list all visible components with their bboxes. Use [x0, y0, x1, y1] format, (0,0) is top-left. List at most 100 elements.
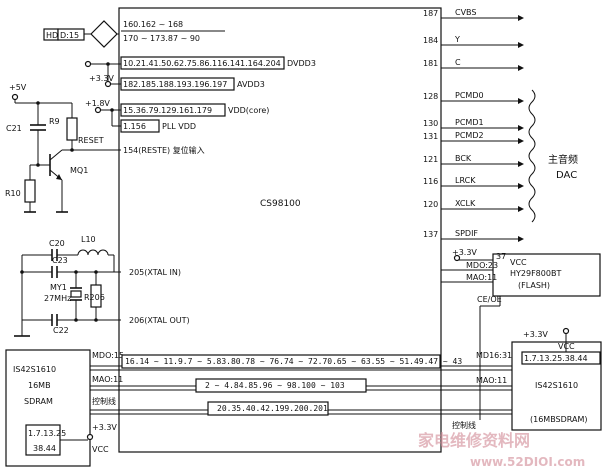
reset-net-label: RESET [78, 136, 104, 145]
signal-name-4: PCMD1 [455, 118, 484, 127]
mq1-label: MQ1 [70, 166, 88, 175]
xtal-in-label: 205(XTAL IN) [129, 268, 181, 277]
sdram-left-v33: +3.3V [92, 423, 117, 432]
l10-label: L10 [81, 235, 96, 244]
signal-pin-5: 131 [423, 132, 438, 141]
sdram-left-mao: MAO:11 [92, 375, 123, 384]
xtal-out-label: 206(XTAL OUT) [129, 316, 190, 325]
signal-arrow-3 [518, 98, 524, 104]
sdram-data-pins-box [121, 354, 441, 369]
xtal-out-junction [74, 318, 78, 322]
flash-chip-box [492, 253, 601, 297]
signal-pin-4: 130 [423, 119, 438, 128]
r9-label: R9 [49, 117, 60, 126]
sdram-right-mao: MAO:11 [476, 376, 507, 385]
v33-terminal [104, 80, 112, 88]
mq1-collector [49, 149, 63, 161]
dac-brace [528, 89, 536, 223]
pll-pins-box [120, 119, 160, 133]
sdram-right-pins-box [521, 351, 601, 365]
reset-pin-label: 154(RESTE) 复位输入 [123, 145, 205, 155]
signal-arrow-2 [518, 65, 524, 71]
sdram-right-v33: +3.3V [523, 330, 548, 339]
signal-arrow-5 [518, 138, 524, 144]
signal-arrow-0 [518, 15, 524, 21]
flash-v33-terminal [453, 254, 461, 262]
signal-name-8: XCLK [455, 199, 476, 208]
v18-label: +1.8V [85, 99, 110, 108]
sdram-right-part: IS42S1610 [535, 381, 578, 390]
flash-ceoe: CE/OE [477, 295, 502, 304]
hd-diamond-connector [90, 20, 118, 48]
signal-pin-1: 184 [423, 36, 438, 45]
signal-pin-2: 181 [423, 59, 438, 68]
c23-label: C23 [52, 256, 68, 265]
v33-junction [106, 62, 110, 66]
sdram-ctrl-pins: 20.35.40.42.199.200.201 [217, 404, 328, 413]
sdram-left-size: 16MB [28, 381, 51, 390]
sdram-left-v33-terminal [86, 433, 94, 441]
sdram-ctrl-pins-box [207, 401, 329, 416]
main-chip-label: CS98100 [260, 199, 301, 209]
signal-pin-0: 187 [423, 9, 438, 18]
c23-ground-junction [20, 270, 24, 274]
avdd-pins: 182.185.188.193.196.197 [123, 80, 227, 89]
signal-arrow-4 [518, 125, 524, 131]
sdram-data-pins: 16.14 ~ 11.9.7 ~ 5.83.80.78 ~ 76.74 ~ 72… [125, 357, 462, 366]
v33-terminal-top [84, 60, 92, 68]
core-pins-box [120, 103, 226, 117]
v33-label: +3.3V [89, 74, 114, 83]
sdram-left-vcc: VCC [92, 445, 109, 454]
sdram-right-type: (16MBSDRAM) [530, 415, 588, 424]
signal-arrow-6 [518, 161, 524, 167]
sdram-left-pins-box [25, 424, 61, 456]
r10-resistor [24, 179, 36, 203]
core-pins: 15.36.79.129.161.179 [123, 106, 212, 115]
v18-terminal [94, 106, 102, 114]
sdram-right-pins: 1.7.13.25.38.44 [524, 354, 588, 363]
sdram-left-pins-b: 38.44 [33, 444, 56, 453]
sdram-md16: MD16:31 [476, 351, 512, 360]
flash-mdo: MDO:23 [466, 261, 498, 270]
core-label: VDD(core) [228, 106, 269, 115]
signal-name-3: PCMD0 [455, 91, 484, 100]
signal-name-9: SPDIF [455, 229, 478, 238]
hd-pins-line2: 170 ~ 173.87 ~ 90 [123, 34, 200, 43]
sdram-right-ctrl: 控制线 [452, 420, 476, 430]
sdram-left-ctrl: 控制线 [92, 396, 116, 406]
pll-pins: 1.156 [123, 122, 146, 131]
sdram-left-part: IS42S1610 [13, 365, 56, 374]
signal-pin-9: 137 [423, 230, 438, 239]
signal-pin-8: 120 [423, 200, 438, 209]
sdram-right-v33-terminal [562, 327, 570, 335]
signal-arrow-7 [518, 183, 524, 189]
dvdd-label: DVDD3 [287, 59, 316, 68]
signal-arrow-1 [518, 42, 524, 48]
dac-label-line2: DAC [556, 170, 577, 181]
sdram-left-type: SDRAM [24, 397, 53, 406]
l10-inductor [77, 249, 109, 256]
signal-name-6: BCK [455, 154, 472, 163]
avdd-label: AVDD3 [237, 80, 265, 89]
sdram-left-pins-a: 1.7.13.25 [28, 429, 66, 438]
hd-label: HD [46, 31, 58, 40]
my1-crystal-body [70, 290, 82, 298]
flash-mao: MAO:11 [466, 273, 497, 282]
dvdd-pins: 10.21.41.50.62.75.86.116.141.164.204 [123, 59, 281, 68]
signal-pin-3: 128 [423, 92, 438, 101]
signal-name-1: Y [454, 35, 460, 44]
my1-freq: 27MHz [44, 294, 71, 303]
sdram-left-mdo: MDO:15 [92, 351, 124, 360]
r206-label: R206 [84, 293, 105, 302]
signal-name-7: LRCK [455, 176, 476, 185]
mq1-emitter-arrow [56, 174, 62, 180]
v18-junction [110, 108, 114, 112]
dvdd-pins-box [120, 56, 285, 70]
signal-name-2: C [455, 58, 461, 67]
signal-pin-6: 121 [423, 155, 438, 164]
r9-resistor [66, 117, 78, 141]
my1-label: MY1 [50, 283, 67, 292]
r206-bottom-junction [94, 318, 98, 322]
flash-v33: +3.3V [452, 248, 477, 257]
